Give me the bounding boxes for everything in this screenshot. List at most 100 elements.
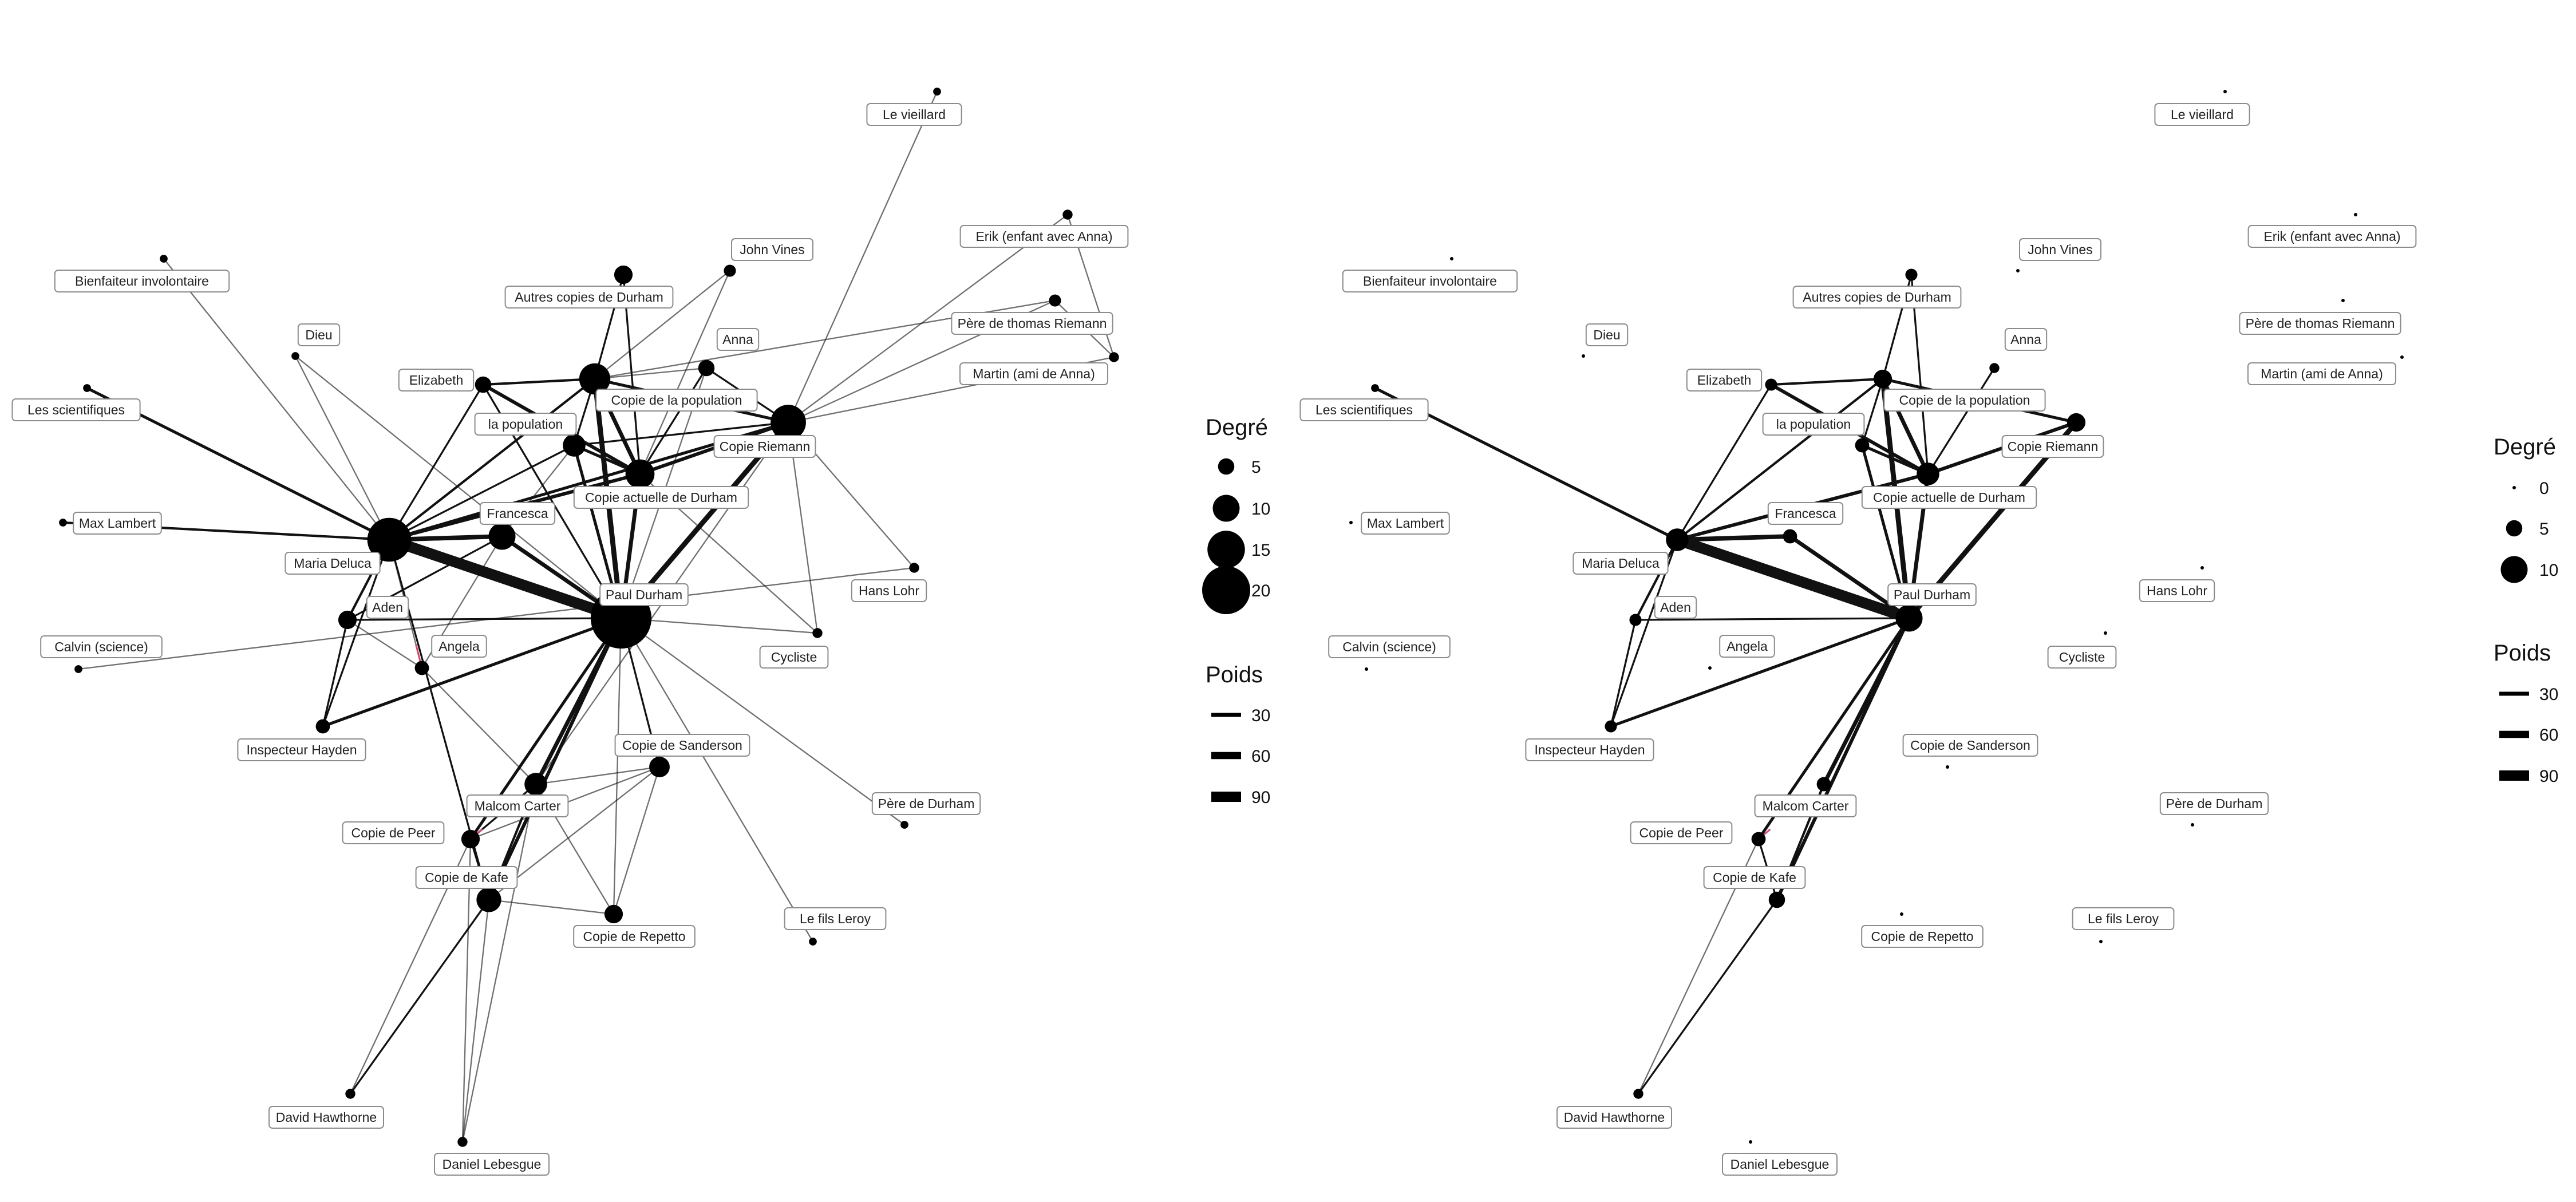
node-label-erik: Erik (enfant avec Anna) <box>2247 225 2417 248</box>
label-box <box>1883 389 2046 412</box>
node-carter <box>1816 777 1831 792</box>
node-label-angela: Angela <box>1719 635 1775 658</box>
node-label-peer: Copie de Peer <box>342 821 445 844</box>
label-text: Père de Durham <box>2166 796 2263 811</box>
node-calvin <box>1365 667 1368 671</box>
node-elizabeth <box>1765 378 1777 391</box>
node-scient <box>83 384 91 392</box>
label-box <box>268 1106 384 1129</box>
label-text: Cycliste <box>771 650 817 665</box>
legend-weight-title: Poids <box>1206 662 1263 687</box>
edge-paul-kafe <box>487 616 623 902</box>
label-text: Max Lambert <box>1367 516 1444 531</box>
label-box <box>474 413 577 436</box>
label-box <box>1654 596 1697 619</box>
node-lebesgue <box>1749 1140 1752 1144</box>
legend-weight-title: Poids <box>2494 640 2551 666</box>
label-box <box>1328 635 1451 658</box>
label-box <box>731 238 813 261</box>
edge-carter-sanderson <box>535 766 661 785</box>
label-box <box>2001 435 2104 458</box>
node-label-anna: Anna <box>716 328 760 351</box>
node-hayden <box>1605 720 1617 733</box>
label-box <box>73 512 162 535</box>
node-deluca <box>1666 528 1689 551</box>
label-text: Dieu <box>1593 327 1620 342</box>
node-label-elizabeth: Elizabeth <box>398 369 475 392</box>
label-text: Martin (ami de Anna) <box>2261 366 2383 381</box>
legend-weight-label: 30 <box>2539 685 2558 704</box>
edge-kafe-repetto <box>488 899 615 915</box>
edge-erik-copie_riemann <box>787 213 1069 424</box>
node-pere_durham <box>2191 823 2194 827</box>
label-box <box>2004 328 2048 351</box>
node-label-vieillard: Le vieillard <box>866 103 962 126</box>
label-text: Angela <box>1726 639 1768 654</box>
node-copie_pop <box>579 363 611 395</box>
label-box <box>2047 646 2117 669</box>
legend-degree-title: Degré <box>1206 415 1268 440</box>
label-box <box>1887 583 1977 606</box>
edge-copie_pop-anna <box>594 367 708 380</box>
edge-paul-aden <box>346 617 622 621</box>
node-label-hayden: Inspecteur Hayden <box>1525 738 1654 761</box>
node-kafe <box>476 887 501 912</box>
node-aden <box>338 610 357 630</box>
label-text: Copie de Repetto <box>583 929 685 944</box>
legend-degree-key-10 <box>2500 556 2528 583</box>
label-box <box>1762 413 1865 436</box>
node-erik <box>1062 209 1073 220</box>
node-population <box>563 434 586 457</box>
node-population <box>1855 438 1870 453</box>
node-label-scient: Les scientifiques <box>11 398 141 421</box>
node-hawthorne <box>345 1089 355 1099</box>
node-label-deluca: Maria Deluca <box>1573 552 1669 575</box>
label-text: Père de thomas Riemann <box>958 316 1107 331</box>
label-text: la population <box>488 417 563 432</box>
node-deluca <box>367 517 412 562</box>
edge-kafe-hawthorne <box>349 899 490 1095</box>
node-martin <box>2400 355 2404 359</box>
node-dieu <box>1582 354 1585 358</box>
label-text: Copie de Sanderson <box>622 738 742 753</box>
label-text: Copie de Kafe <box>425 870 508 885</box>
label-box <box>504 286 674 309</box>
edge-population-deluca <box>388 444 575 541</box>
node-label-autres: Autres copies de Durham <box>504 286 674 309</box>
edge-paul-repetto <box>613 617 622 915</box>
label-text: Le fils Leroy <box>2088 911 2159 926</box>
legend-degree-label: 5 <box>1251 458 1261 477</box>
node-copie_riemann <box>771 405 806 440</box>
node-copie_actuelle <box>1917 462 1939 485</box>
node-label-lambert: Max Lambert <box>1361 512 1450 535</box>
label-box <box>11 398 141 421</box>
node-pere_durham <box>900 821 908 829</box>
edge-vieillard-copie_riemann <box>787 90 938 424</box>
label-box <box>851 579 927 602</box>
edge-anna-copie_actuelle <box>639 367 708 475</box>
label-text: Copie Riemann <box>2008 439 2099 454</box>
label-text: Bienfaiteur involontaire <box>75 274 209 288</box>
node-label-carter: Malcom Carter <box>1754 794 1857 817</box>
edge-aden-angela <box>346 619 423 669</box>
node-label-francesca: Francesca <box>479 502 556 525</box>
node-label-copie_actuelle: Copie actuelle de Durham <box>1861 486 2037 509</box>
node-peer <box>1751 832 1766 847</box>
label-text: Paul Durham <box>1894 587 1970 602</box>
node-label-peer: Copie de Peer <box>1630 821 1733 844</box>
label-box <box>366 596 409 619</box>
node-label-copie_pop: Copie de la population <box>595 389 758 412</box>
node-label-vieillard: Le vieillard <box>2154 103 2250 126</box>
node-copie_riemann <box>2067 413 2086 432</box>
label-box <box>2072 907 2175 930</box>
label-text: Calvin (science) <box>54 639 148 654</box>
legend-degree-key-0 <box>2512 486 2516 489</box>
node-label-martin: Martin (ami de Anna) <box>959 362 1108 385</box>
label-box <box>1722 1153 1838 1176</box>
label-box <box>2154 103 2250 126</box>
legend-degree-key-5 <box>1218 458 1235 475</box>
node-label-erik: Erik (enfant avec Anna) <box>959 225 1129 248</box>
node-label-dieu: Dieu <box>297 323 341 346</box>
